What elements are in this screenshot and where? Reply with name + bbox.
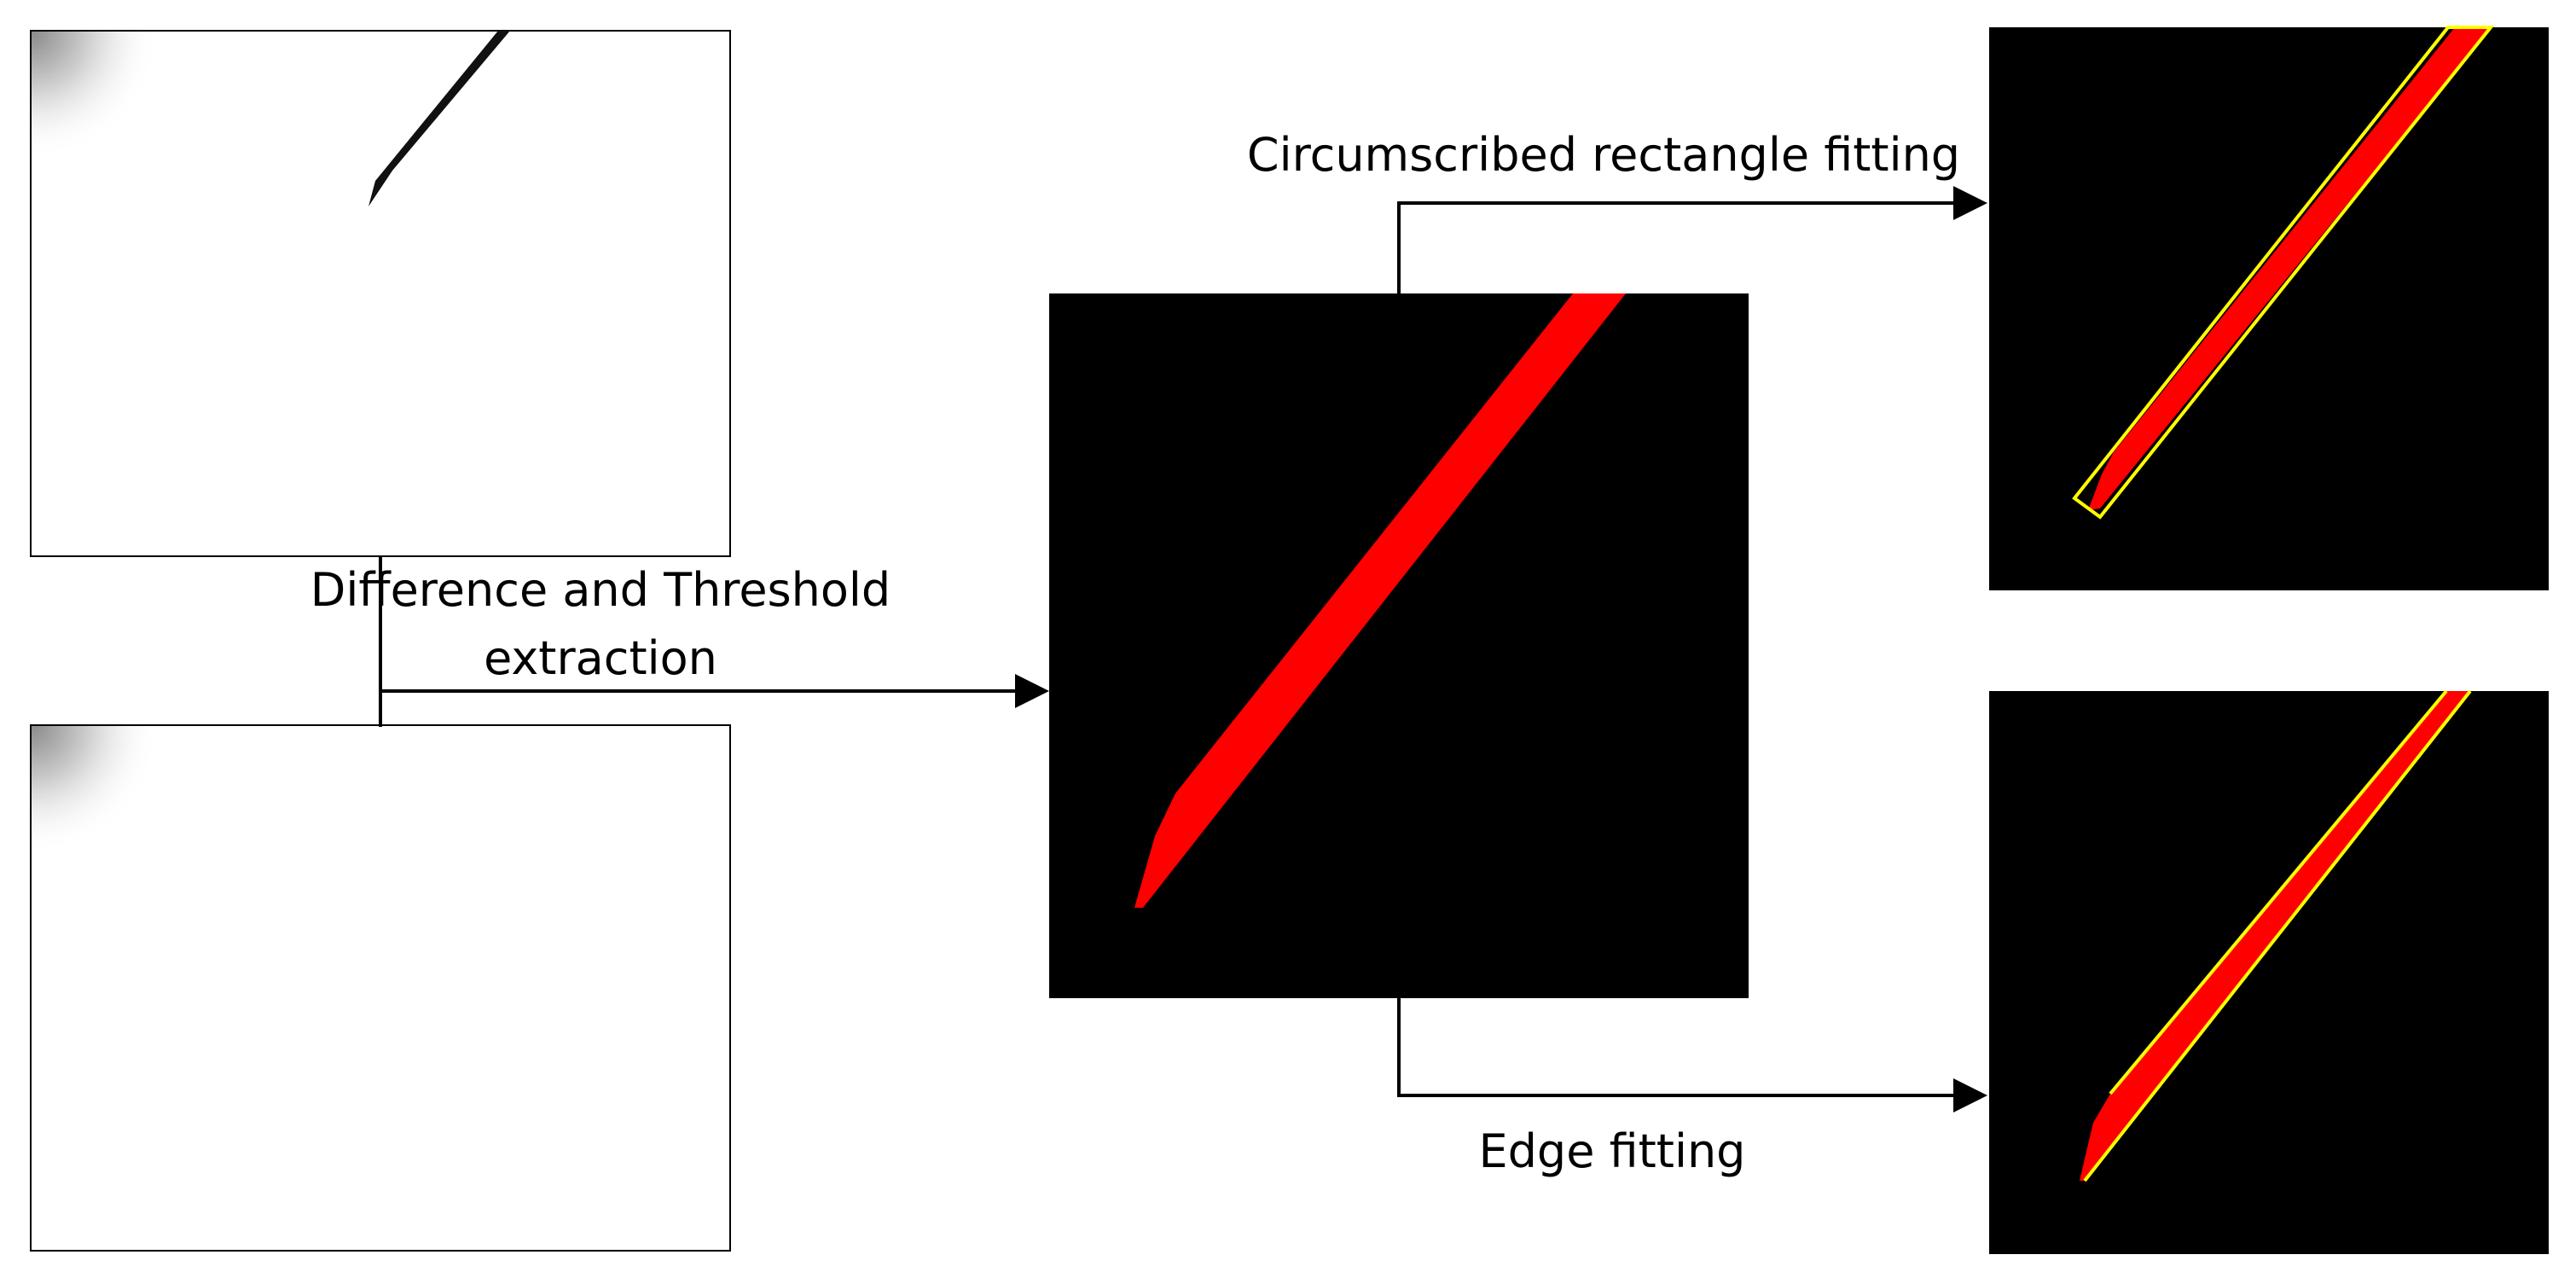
- background-image: [30, 724, 731, 1252]
- edge-line-left: [2109, 689, 2448, 1095]
- difference-connector: [379, 556, 1049, 727]
- difference-arrow-head: [1015, 674, 1049, 708]
- circumscribed-fit-image: [1989, 26, 2549, 590]
- difference-label-line2: extraction: [484, 631, 717, 685]
- edge-line-right: [2083, 689, 2472, 1182]
- edge-label: Edge fitting: [1479, 1124, 1746, 1178]
- threshold-result-image: [1049, 293, 1749, 998]
- vignette-corner: [32, 726, 160, 854]
- needle-mask-red: [1134, 293, 1626, 908]
- circumscribed-arrow-head: [1953, 186, 1987, 220]
- edge-arrow-head: [1953, 1078, 1987, 1112]
- difference-label-line1: Difference and Threshold: [310, 563, 891, 617]
- circumscribed-label: Circumscribed rectangle fitting: [1247, 128, 1960, 182]
- vignette-corner: [32, 32, 160, 160]
- circumscribed-connector: [1397, 186, 1987, 293]
- edge-fit-image: [1989, 689, 2549, 1254]
- bounding-rectangle-yellow: [2072, 26, 2495, 520]
- input-image-with-needle: [30, 30, 731, 557]
- needle-mask-red: [2088, 27, 2491, 510]
- edge-connector: [1397, 998, 1987, 1112]
